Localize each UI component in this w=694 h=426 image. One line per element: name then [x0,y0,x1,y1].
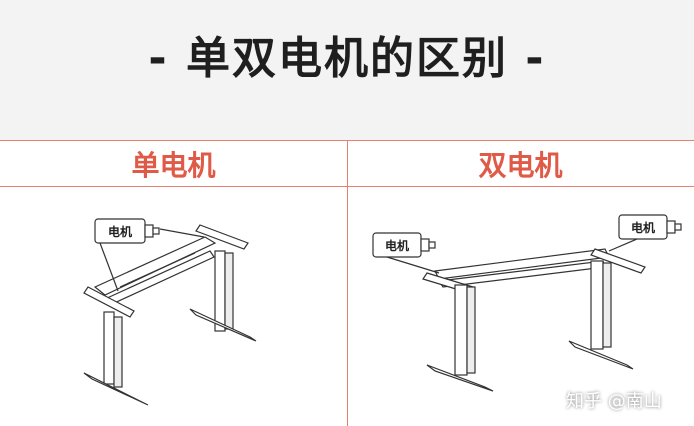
page-title: - 单双电机的区别 - [148,33,546,84]
single-motor-heading: 单电机 [131,149,216,182]
single-motor-label: 电机 [108,224,132,239]
dual-motor-heading: 双电机 [478,149,563,182]
dual-motor-desk-illustration: 电机 电机 [372,214,682,392]
single-motor-desk-illustration: 电机 [83,218,257,406]
dual-motor-left-label: 电机 [385,238,409,253]
column-divider [347,140,348,426]
dual-motor-right-label: 电机 [631,220,655,235]
header-band [0,0,694,140]
watermark: 知乎 @南山 [566,391,662,412]
